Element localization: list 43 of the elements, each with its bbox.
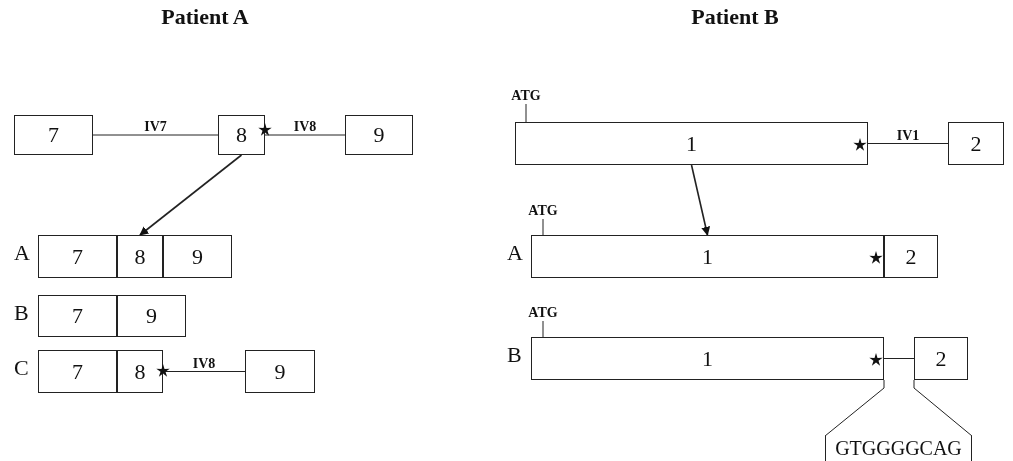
intron-line <box>264 134 346 136</box>
row-letter: B <box>507 342 522 368</box>
exon-box: 8 <box>117 235 163 278</box>
panel-title: Patient A <box>161 4 249 30</box>
exon-box: 9 <box>117 295 186 337</box>
exon-box: 9 <box>245 350 315 393</box>
exon-box: 9 <box>345 115 413 155</box>
start-codon-label: ATG <box>525 305 561 321</box>
exon-box: 2 <box>884 235 938 278</box>
panel-title: Patient B <box>691 4 779 30</box>
arrow <box>690 164 711 236</box>
leader-line <box>525 103 527 123</box>
exon-box: 7 <box>14 115 93 155</box>
row-letter: C <box>14 355 29 381</box>
exon-box: 1 <box>515 122 868 165</box>
row-letter: B <box>14 300 29 326</box>
intron-line <box>92 134 219 136</box>
sequence-box: GTGGGGCAG <box>825 436 972 461</box>
exon-box: 7 <box>38 235 117 278</box>
row-letter: A <box>14 240 30 266</box>
exon-box: 8 <box>218 115 265 155</box>
exon-box: 2 <box>914 337 968 380</box>
exon-box: 7 <box>38 350 117 393</box>
intron-line <box>883 358 915 359</box>
exon-box: 7 <box>38 295 117 337</box>
exon-box: 2 <box>948 122 1004 165</box>
zoom-line <box>824 379 885 437</box>
edge-label: IV7 <box>143 119 168 134</box>
start-codon-label: ATG <box>508 88 544 104</box>
exon-box: 9 <box>163 235 232 278</box>
edge-label: IV1 <box>895 127 921 143</box>
arrow <box>139 154 243 236</box>
leader-line <box>542 218 544 236</box>
exon-box: 1 <box>531 235 884 278</box>
zoom-line <box>913 379 973 437</box>
exon-box: 1 <box>531 337 884 380</box>
row-letter: A <box>507 240 523 266</box>
start-codon-label: ATG <box>525 203 561 219</box>
leader-line <box>542 320 544 338</box>
edge-label: IV8 <box>292 119 318 134</box>
intron-line <box>867 143 949 144</box>
exon-box: 8 <box>117 350 163 393</box>
edge-label: IV8 <box>191 355 217 371</box>
